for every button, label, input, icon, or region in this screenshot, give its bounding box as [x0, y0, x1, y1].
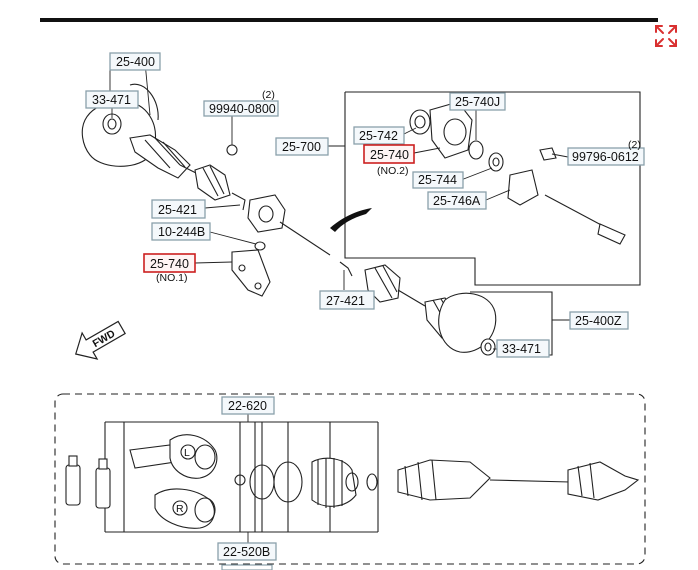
callout-25-742[interactable]: 25-742: [353, 126, 405, 145]
callout-25-400[interactable]: 25-400: [109, 52, 161, 71]
callout-10-244b[interactable]: 10-244B: [151, 222, 211, 241]
callout-22-620[interactable]: 22-620: [221, 396, 275, 415]
svg-text:25-421: 25-421: [158, 203, 197, 217]
top-rule: [40, 18, 658, 22]
joint-r: R: [154, 488, 216, 529]
group-frame: [344, 91, 641, 286]
svg-text:25-742: 25-742: [359, 129, 398, 143]
cv-boot-left-inner: [194, 164, 231, 201]
callout-33-471-top[interactable]: 33-471: [85, 90, 139, 109]
svg-text:25-400Z: 25-400Z: [575, 314, 622, 328]
svg-text:25-740: 25-740: [150, 257, 189, 271]
callout-25-746a[interactable]: 25-746A: [427, 191, 487, 210]
callout-99940-0800[interactable]: 99940-0800: [203, 100, 279, 117]
expand-icon: [655, 25, 677, 47]
joint-l: L: [129, 434, 218, 479]
kit-shaft: [397, 459, 640, 501]
boot-kit: [311, 457, 357, 508]
svg-text:22-620: 22-620: [228, 399, 267, 413]
callout-25-700[interactable]: 25-700: [275, 137, 329, 156]
svg-text:25-740J: 25-740J: [455, 95, 500, 109]
clip-27-421: [339, 261, 353, 277]
hub-right: [438, 292, 497, 356]
label-no1: (NO.1): [156, 272, 188, 284]
svg-text:22-520B: 22-520B: [223, 545, 270, 559]
label-no2: (NO.2): [377, 165, 409, 177]
svg-text:25-744: 25-744: [418, 173, 457, 187]
clip-25-421: [231, 192, 246, 211]
small-clip: [234, 474, 246, 486]
svg-text:25-400: 25-400: [116, 55, 155, 69]
svg-text:10-244B: 10-244B: [158, 225, 205, 239]
callout-25-740-no1[interactable]: 25-740: [143, 253, 196, 273]
callout-22-520b[interactable]: 22-520B: [217, 542, 277, 561]
joint-r-label: R: [176, 503, 184, 515]
seal-25-742: [409, 109, 431, 135]
callout-99796-0612[interactable]: 99796-0612: [567, 147, 645, 166]
expand-button[interactable]: [652, 22, 680, 50]
callout-25-740j[interactable]: 25-740J: [449, 92, 506, 111]
qty-99940: (2): [262, 89, 275, 101]
callout-25-744[interactable]: 25-744: [412, 171, 464, 189]
svg-text:27-421: 27-421: [326, 294, 365, 308]
callout-33-471-bottom[interactable]: 33-471: [496, 339, 550, 358]
callout-25-421[interactable]: 25-421: [151, 199, 206, 219]
callout-25-400z[interactable]: 25-400Z: [569, 311, 629, 330]
grease-tube-2: [95, 458, 111, 509]
callout-25-740-no2[interactable]: 25-740: [363, 144, 415, 164]
svg-text:99940-0800: 99940-0800: [209, 102, 276, 116]
nut-99940: [226, 144, 238, 156]
boot-band-large: [273, 461, 303, 503]
callout-27-421[interactable]: 27-421: [319, 290, 375, 310]
ring-25-744a: [468, 140, 484, 160]
fwd-arrow: FWD: [74, 320, 126, 360]
svg-text:99796-0612: 99796-0612: [572, 150, 639, 164]
bracket-no1: [231, 249, 271, 297]
svg-text:33-471: 33-471: [92, 93, 131, 107]
grease-tube-1: [65, 455, 81, 506]
svg-text:25-746A: 25-746A: [433, 194, 481, 208]
joint-l-label: L: [184, 447, 190, 459]
svg-text:33-471: 33-471: [502, 342, 541, 356]
kit-frame: [54, 393, 646, 565]
bolt-10-244b: [254, 241, 266, 251]
center-bearing: [247, 194, 286, 233]
bracket-25-746a: [507, 169, 539, 206]
qty-99796: (2): [628, 139, 641, 151]
svg-text:25-700: 25-700: [282, 140, 321, 154]
bolt-99796: [539, 147, 557, 161]
svg-text:25-740: 25-740: [370, 148, 409, 162]
ring-25-744: [488, 152, 504, 172]
intermediate-shaft: [279, 221, 331, 256]
cv-joint-left-outer: [129, 134, 191, 179]
assembly-arrow: [330, 208, 372, 232]
callout-cut-off: [221, 564, 273, 570]
